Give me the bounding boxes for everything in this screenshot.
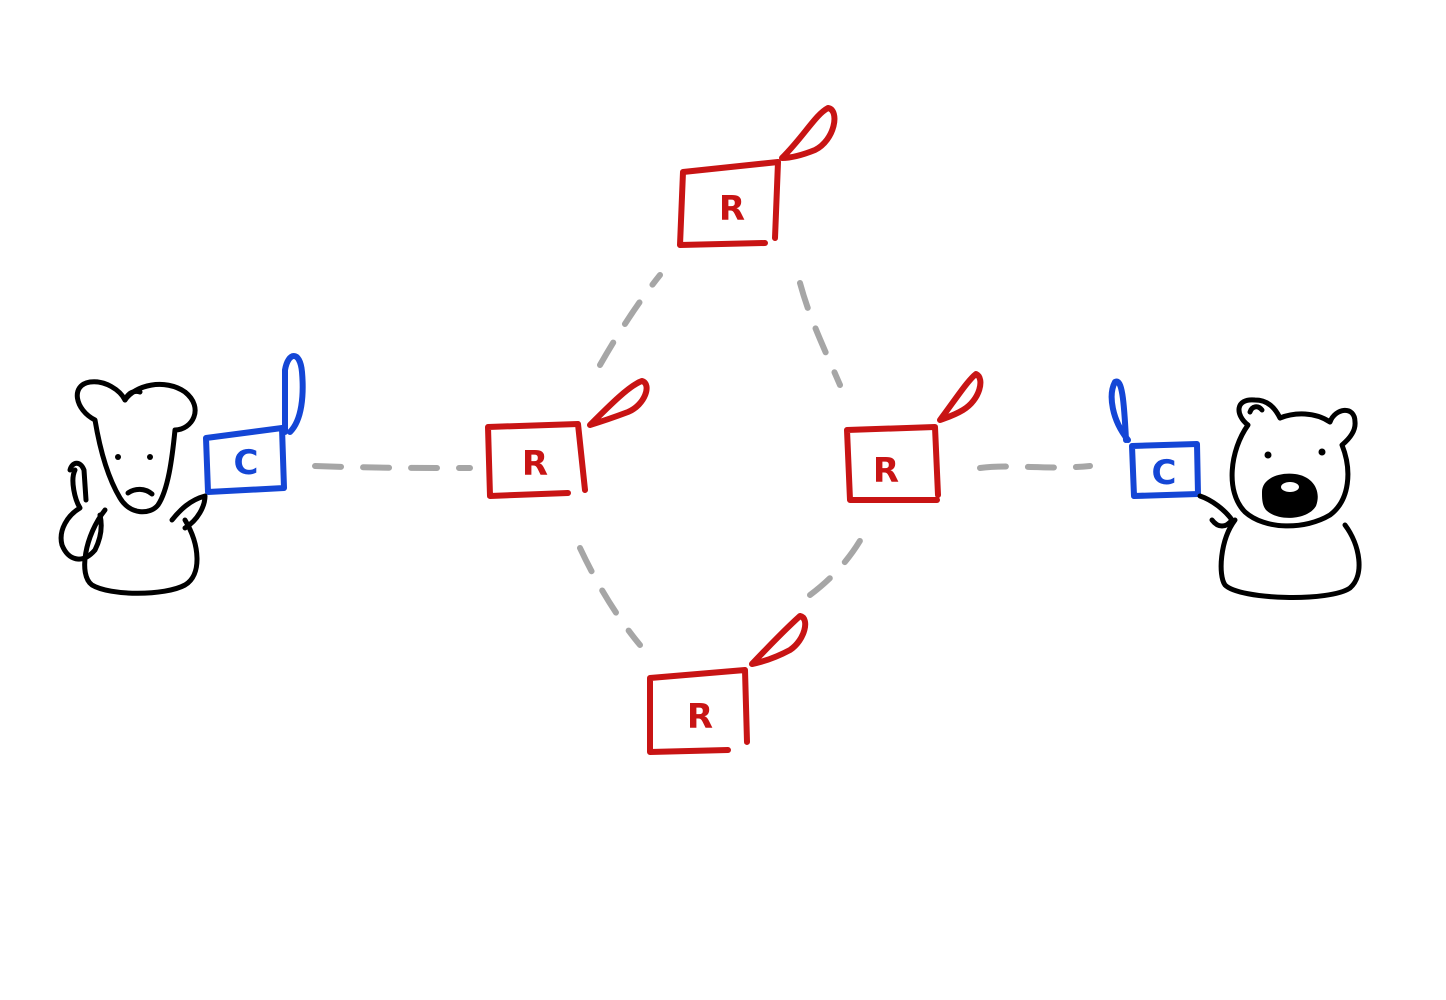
router-antenna-icon xyxy=(749,613,809,667)
mouse-eye-right xyxy=(147,454,153,460)
router-label: R xyxy=(522,444,548,484)
mouse-nose xyxy=(125,486,155,497)
bear-paw xyxy=(1197,493,1235,529)
router-antenna-icon xyxy=(937,371,984,423)
link-router-right-client-right xyxy=(977,463,1093,471)
bear-snout xyxy=(1262,473,1318,518)
mouse-head xyxy=(74,379,198,515)
bear-eye-right xyxy=(1318,448,1326,456)
mouse-eye-left xyxy=(115,454,121,460)
bear-eye-left xyxy=(1264,451,1272,459)
bear-body xyxy=(1218,517,1362,600)
router-label: R xyxy=(687,697,713,737)
client-box xyxy=(1129,441,1201,499)
client-box xyxy=(203,425,287,495)
router-right: R xyxy=(844,371,984,503)
router-box xyxy=(844,424,941,503)
links xyxy=(312,272,1093,648)
router-top: R xyxy=(677,105,838,248)
link-client-left-router-left xyxy=(312,463,473,471)
router-label: R xyxy=(873,451,899,491)
mouse-finger xyxy=(67,460,89,503)
bear-ear-inner xyxy=(1247,404,1265,415)
mouse-paw-right xyxy=(169,493,208,531)
mouse-body xyxy=(82,507,200,596)
bear-nose-highlight xyxy=(1281,482,1299,492)
router-label: R xyxy=(719,189,745,229)
link-router-bottom-router-right xyxy=(807,529,868,598)
mouse-paw-left xyxy=(58,467,104,562)
router-antenna-icon xyxy=(587,378,650,428)
client-label: C xyxy=(234,443,259,483)
client-right: C xyxy=(1108,378,1201,499)
link-router-left-router-top xyxy=(597,272,663,368)
router-left: R xyxy=(485,378,650,499)
bear-head xyxy=(1229,397,1358,529)
router-box xyxy=(485,421,588,499)
link-router-left-router-bottom xyxy=(577,545,643,648)
link-router-top-router-right xyxy=(797,280,843,388)
mouse-character-icon xyxy=(58,379,208,596)
router-bottom: R xyxy=(647,613,809,755)
router-box xyxy=(677,159,781,248)
router-antenna-icon xyxy=(779,105,838,161)
mouse-ear-left xyxy=(122,388,143,403)
client-antenna-icon xyxy=(1108,378,1131,443)
bear-character-icon xyxy=(1197,397,1362,600)
router-box xyxy=(647,667,750,755)
client-label: C xyxy=(1152,453,1177,493)
client-left: C xyxy=(203,353,306,495)
client-antenna-icon xyxy=(282,353,306,435)
